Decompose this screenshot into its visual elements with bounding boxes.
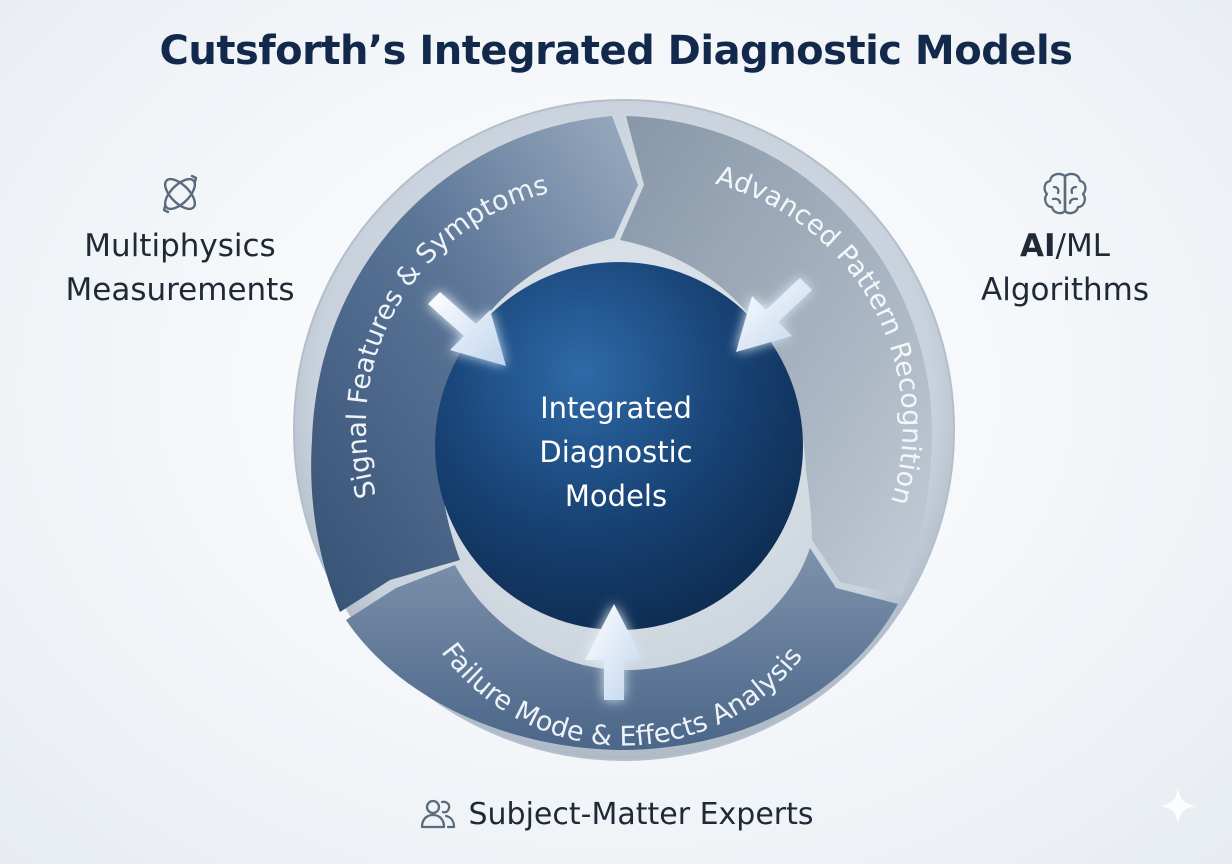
multiphysics-measurements-input: Multiphysics Measurements bbox=[30, 170, 330, 312]
center-line1: Integrated bbox=[540, 391, 692, 425]
arrow-right-icon bbox=[736, 278, 812, 352]
subject-matter-experts-input: Subject-Matter Experts bbox=[0, 796, 1232, 837]
arrow-bottom-icon bbox=[585, 604, 643, 700]
segment-fmea bbox=[346, 548, 898, 750]
left-input-line2: Measurements bbox=[65, 272, 295, 308]
people-icon bbox=[421, 799, 456, 829]
sparkle-icon bbox=[1160, 788, 1196, 824]
right-input-line2: Algorithms bbox=[981, 272, 1149, 308]
center-circle bbox=[435, 262, 803, 630]
ai-ml-algorithms-input: AI/ML Algorithms bbox=[920, 170, 1210, 312]
segment-signal-features bbox=[311, 116, 638, 612]
orbit-arrows-icon bbox=[162, 174, 198, 214]
left-input-line1: Multiphysics bbox=[84, 228, 276, 264]
right-input-line1: AI/ML bbox=[920, 224, 1210, 268]
ai-label: AI bbox=[1020, 228, 1056, 264]
page-title: Cutsforth’s Integrated Diagnostic Models bbox=[159, 28, 1073, 74]
segment-pattern-recognition bbox=[620, 116, 932, 596]
subject-matter-experts-label: Subject-Matter Experts bbox=[468, 796, 814, 832]
center-line2: Diagnostic bbox=[539, 435, 692, 469]
brain-icon bbox=[1043, 172, 1087, 215]
arrow-left-icon bbox=[428, 292, 506, 366]
center-line3: Models bbox=[565, 479, 667, 513]
ml-label: /ML bbox=[1055, 228, 1110, 264]
